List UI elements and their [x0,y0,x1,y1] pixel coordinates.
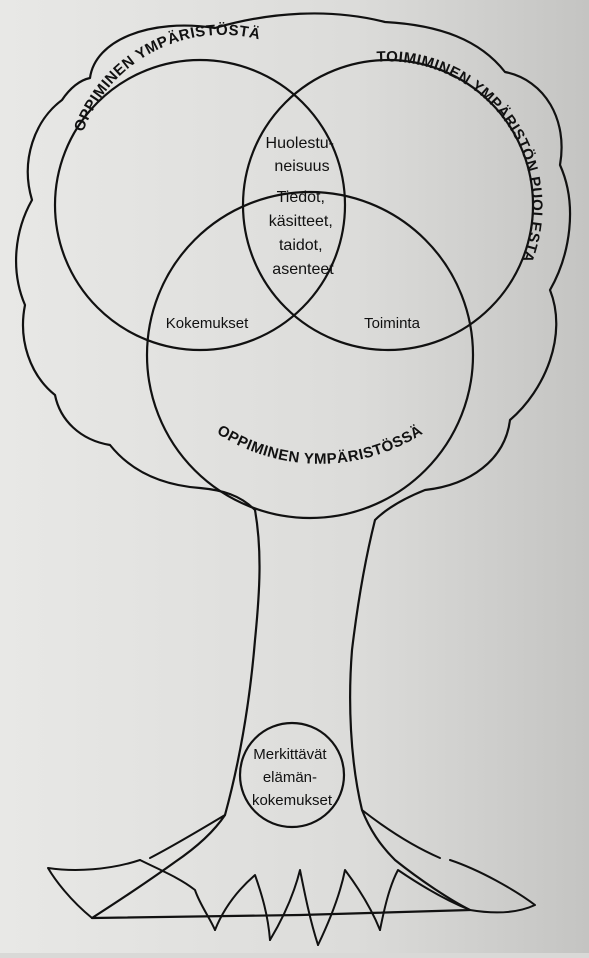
circle-oppiminen-ymparistosta [53,58,347,352]
region-center-label: Tiedot, käsitteet, taidot, asenteet [269,189,337,278]
region-experiences-label: Kokemukset [166,315,249,332]
circle-oppiminen-ymparistossa [145,190,475,520]
tree-crown-outline [15,12,572,920]
trunk-line-2: elämän- [263,769,317,786]
center-line-1: Tiedot, [277,189,325,206]
circle-merkittavat-elamankokemukset [238,721,346,829]
center-line-4: asenteet [272,261,334,278]
trunk-circle-label: Merkittävät elämän- kokemukset [252,746,333,809]
concern-line-2: neisuus [274,158,329,175]
center-line-3: taidot, [279,237,323,254]
concern-line-1: Huolestu- [266,135,334,152]
circle-toimiminen-ympariston-puolesta [241,58,535,352]
trunk-line-3: kokemukset [252,792,333,809]
region-concern-label: Huolestu- neisuus [266,135,339,175]
trunk-line-1: Merkittävät [253,746,327,763]
roots [47,809,536,946]
center-line-2: käsitteet, [269,213,333,230]
region-action-label: Toiminta [364,315,421,332]
